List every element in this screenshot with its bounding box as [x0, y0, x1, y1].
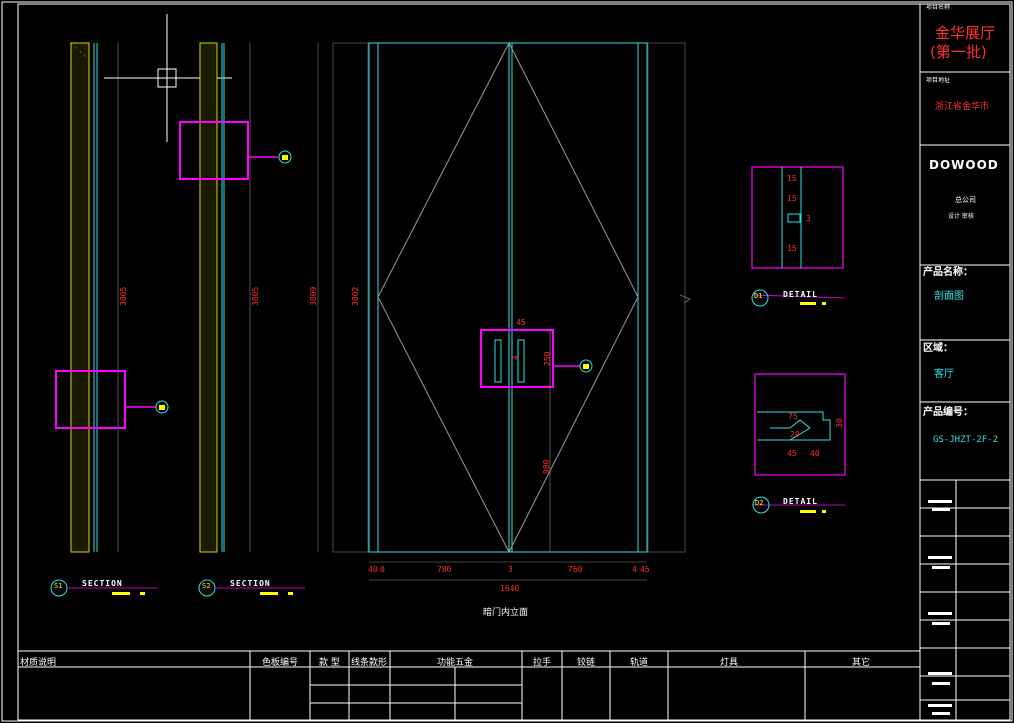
header-lighting: 灯具 [720, 658, 739, 668]
dim-bottom-6: 4 [632, 565, 637, 574]
callout-box-s2 [179, 121, 249, 180]
callout-box-s1 [55, 370, 126, 429]
inner-border [17, 3, 1011, 721]
dim-handle-w: 4 [511, 355, 520, 360]
product-name: 剖面图 [934, 291, 964, 302]
project-name-line1: 金华展厅 [935, 24, 996, 42]
dim-bottom-2: 0 [380, 565, 385, 574]
header-line-style: 线条款形 [351, 658, 388, 668]
section-tags [50, 579, 305, 597]
dim-bottom-7: 45 [640, 565, 650, 574]
title-block-grid [920, 71, 1010, 720]
handle-right [517, 339, 525, 383]
detail-id-d2: D2 [755, 499, 764, 507]
door-frame-right [637, 42, 648, 553]
wall-hatch-s1 [70, 42, 90, 553]
product-code-label: 产品编号： [923, 407, 973, 418]
dim-d1-c: 15 [787, 244, 797, 253]
header-material: 材质说明 [20, 658, 57, 668]
section-s1 [55, 42, 169, 553]
diamond-pattern [377, 41, 639, 554]
dim-d2-top: 75 [788, 412, 798, 421]
dim-d1-d: 3 [806, 214, 811, 223]
detail-d1 [751, 166, 846, 307]
dim-bottom-4: 3 [508, 565, 513, 574]
door-frame-left [368, 42, 379, 553]
dim-bottom-5: 760 [568, 565, 583, 574]
dim-total: 1640 [500, 584, 520, 593]
dim-height-s2: 3005 [251, 286, 260, 306]
dim-handle-bottom: 980 [542, 459, 551, 474]
header-handle: 拉手 [533, 658, 552, 668]
wall-hatch-s2 [199, 42, 218, 553]
dim-bottom-1: 40 [368, 565, 378, 574]
callout-bubble-s1 [155, 400, 169, 414]
header-hardware: 功能五金 [437, 658, 474, 668]
dim-handle-h: 250 [543, 351, 552, 366]
detail-label-d1: DETAIL [783, 290, 818, 299]
area-value: 客厅 [934, 369, 954, 380]
section-s2 [179, 42, 292, 553]
section-id-s2: S2 [202, 582, 211, 590]
detail-d2 [752, 373, 846, 514]
detail-d1-frame [751, 166, 844, 269]
dim-d2-br: 40 [810, 449, 820, 458]
dim-d1-a: 15 [787, 174, 797, 183]
dim-d2-mid: 20 [790, 430, 800, 439]
dim-d2-right: 30 [835, 418, 844, 428]
header-other: 其它 [852, 658, 871, 668]
project-name-line2: (第一批) [930, 43, 987, 61]
detail-d1-bubble [751, 289, 769, 307]
dim-height-s1: 3005 [119, 286, 128, 306]
section-label-s2: SECTION [230, 579, 271, 588]
product-code: GS-JHZT-2F-2 [933, 435, 999, 445]
main-elevation-title: 暗门内立面 [483, 608, 529, 618]
project-location: 浙江省金华市 [935, 102, 990, 112]
title-block-bars [928, 500, 952, 715]
dim-height-left2: 3002 [351, 286, 360, 306]
detail-id-d1: D1 [754, 292, 763, 300]
dim-d2-bl: 45 [787, 449, 797, 458]
project-location-label: 项目地址 [926, 77, 951, 84]
callout-bubble-s2 [278, 150, 292, 164]
dim-height-left1: 3009 [309, 286, 318, 306]
handle-callout-box [480, 329, 554, 388]
company-roles: 设计 审核 [948, 213, 974, 220]
company-logo: DOWOOD [929, 158, 999, 172]
area-label: 区域： [923, 343, 953, 354]
handle-left [494, 339, 502, 383]
dim-d1-b: 15 [787, 194, 797, 203]
company-sub: 总公司 [955, 196, 976, 204]
dim-handle-top: 45 [516, 318, 526, 327]
product-name-label: 产品名称： [923, 267, 973, 278]
detail-d2-frame [754, 373, 846, 476]
dim-bottom-3: 780 [437, 565, 452, 574]
bottom-table-grid [18, 650, 920, 720]
section-id-s1: S1 [54, 582, 63, 590]
detail-label-d2: DETAIL [783, 497, 818, 506]
detail-d2-bubble [752, 496, 770, 514]
project-name-label: 项目名称 [926, 4, 951, 11]
door-elevation [317, 41, 691, 581]
section-label-s1: SECTION [82, 579, 123, 588]
header-color-code: 色板编号 [262, 658, 299, 668]
header-hinge: 铰链 [577, 658, 596, 668]
header-style: 款 型 [319, 658, 340, 668]
header-track: 轨道 [630, 658, 649, 668]
callout-bubble-handle [579, 359, 593, 373]
